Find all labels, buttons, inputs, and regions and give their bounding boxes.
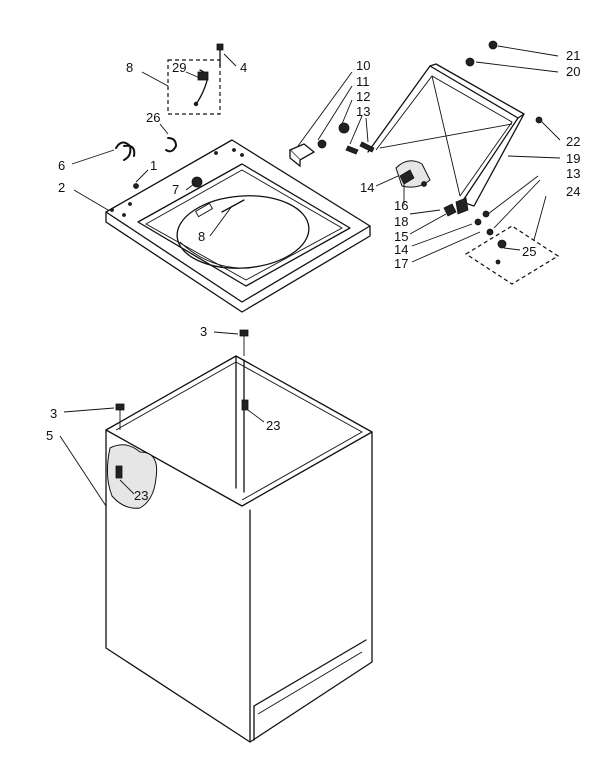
cabinet: [105, 355, 373, 743]
hinge-parts: [288, 122, 375, 168]
callout-14-b: 14: [394, 242, 408, 257]
callout-9: 8: [126, 60, 133, 75]
callout-6: 6: [58, 158, 65, 173]
callout-14-a: 14: [360, 180, 374, 195]
callout-23-back: 23: [266, 418, 280, 433]
latch-group-box: [464, 225, 560, 285]
callout-13-top: 13: [356, 104, 370, 119]
callout-18: 18: [394, 214, 408, 229]
callout-23-front: 23: [134, 488, 148, 503]
lid: [367, 63, 525, 207]
callout-4: 4: [240, 60, 247, 75]
callout-24: 24: [566, 184, 580, 199]
hardware: [115, 40, 543, 479]
callout-17: 17: [394, 256, 408, 271]
callout-10: 10: [356, 58, 370, 73]
callout-7: 7: [172, 182, 179, 197]
callout-29: 29: [172, 60, 186, 75]
callout-13-right: 13: [566, 166, 580, 181]
callout-21: 21: [566, 48, 580, 63]
callout-25: 25: [522, 244, 536, 259]
callout-3-front: 3: [50, 406, 57, 421]
callout-19: 19: [566, 151, 580, 166]
callout-20: 20: [566, 64, 580, 79]
callout-2: 2: [58, 180, 65, 195]
lid-switch-box: [167, 59, 221, 115]
callout-labels: 8 29 4 26 6 1 2 7 8 10 11 12 13 14 16 18…: [46, 48, 580, 503]
callout-26: 26: [146, 110, 160, 125]
callout-1: 1: [150, 158, 157, 173]
callout-5: 5: [46, 428, 53, 443]
callout-11: 11: [356, 74, 370, 89]
callout-8: 8: [198, 229, 205, 244]
leader-lines: [59, 45, 561, 507]
callout-22: 22: [566, 134, 580, 149]
callout-16: 16: [394, 198, 408, 213]
callout-15: 15: [394, 229, 408, 244]
top-panel: [105, 139, 371, 313]
callout-3-top: 3: [200, 324, 207, 339]
callout-12: 12: [356, 89, 370, 104]
